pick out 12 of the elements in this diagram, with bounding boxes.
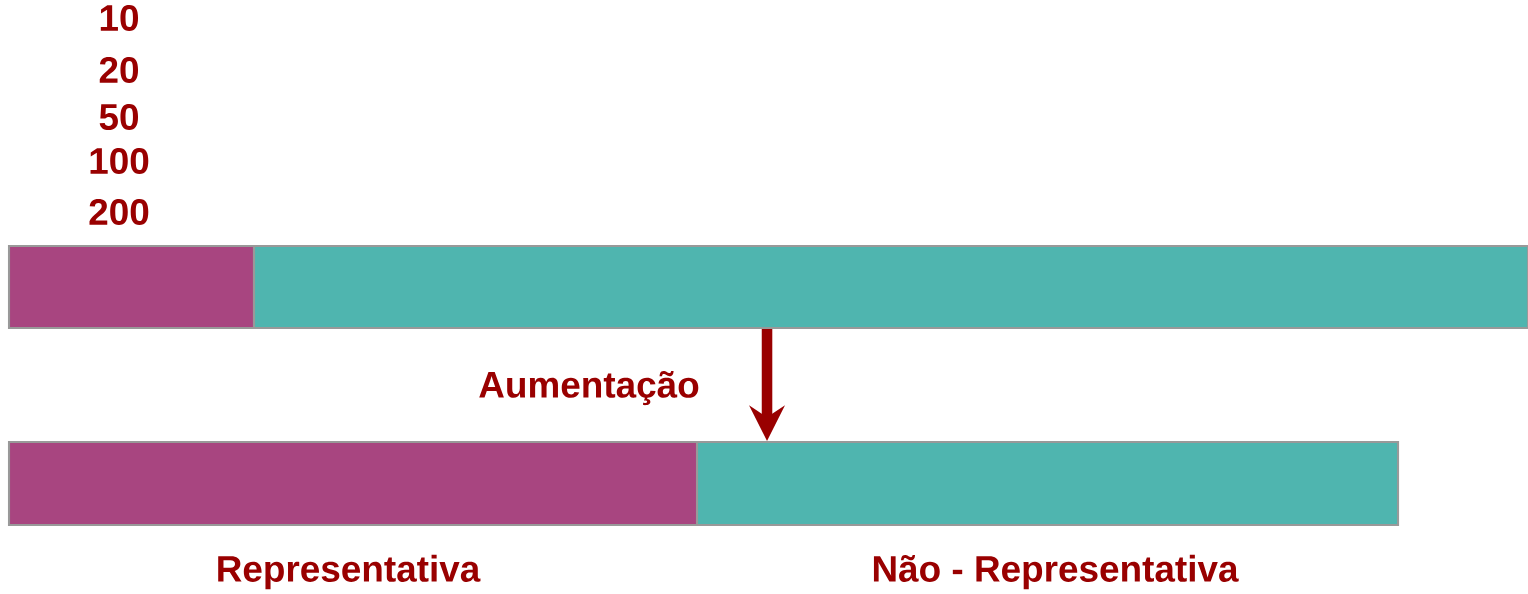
edge-label: Aumentação xyxy=(474,367,704,409)
scale-number: 100 xyxy=(90,147,149,175)
segment-label: Representativa xyxy=(218,554,481,590)
bar-segment xyxy=(695,440,1400,527)
segment-label: Não - Representativa xyxy=(873,554,1239,590)
scale-number: 20 xyxy=(99,56,139,84)
bar-segment xyxy=(7,244,256,330)
scale-number: 50 xyxy=(99,103,139,131)
bar-segment xyxy=(252,244,1528,330)
scale-number: 10 xyxy=(100,4,139,32)
scale-number: 200 xyxy=(89,198,149,226)
bar-segment xyxy=(7,440,699,527)
